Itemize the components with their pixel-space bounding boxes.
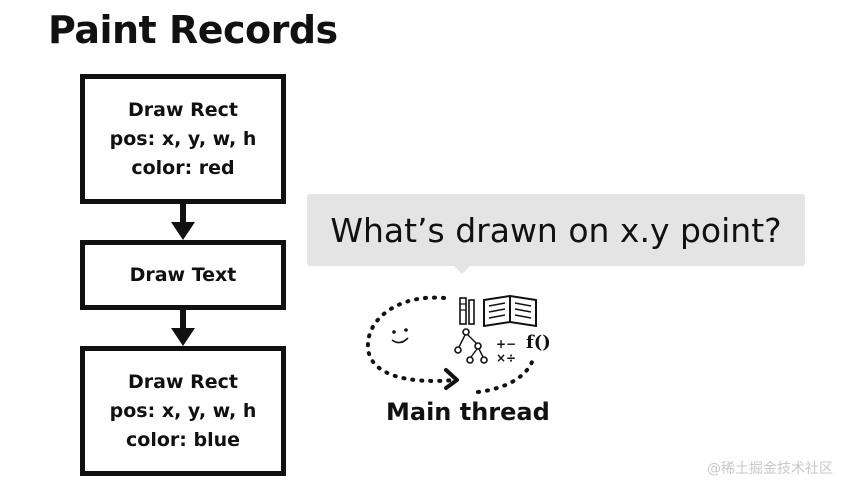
record-line: pos: x, y, w, h: [109, 127, 257, 150]
math-symbols-icon: + − × ÷: [496, 337, 516, 365]
pencil-icon: [459, 297, 475, 325]
main-thread-illustration: + − × ÷ f(): [365, 294, 551, 394]
record-line: pos: x, y, w, h: [109, 399, 257, 422]
question-text: What’s drawn on x.y point?: [330, 210, 782, 250]
question-bubble: What’s drawn on x.y point?: [307, 194, 805, 266]
paint-record-draw-rect-blue: Draw Rect pos: x, y, w, h color: blue: [80, 346, 286, 476]
paint-record-draw-text: Draw Text: [80, 240, 286, 310]
record-line: color: blue: [126, 428, 240, 451]
bubble-tail: [454, 266, 470, 274]
tree-diagram-icon: [454, 328, 488, 364]
page-title: Paint Records: [48, 8, 338, 52]
down-arrow-icon: [171, 310, 195, 346]
dotted-loop-icon: [365, 295, 456, 383]
record-line: Draw Text: [129, 263, 237, 286]
watermark: @稀土掘金技术社区: [707, 461, 833, 477]
arrow-head-icon: [444, 368, 459, 390]
svg-text:÷: ÷: [506, 351, 516, 365]
smiley-face-icon: [391, 328, 409, 344]
record-line: Draw Rect: [128, 370, 238, 393]
function-symbol: f(): [526, 332, 551, 353]
book-icon: [483, 294, 537, 328]
svg-text:+: +: [496, 337, 506, 351]
paint-record-draw-rect-red: Draw Rect pos: x, y, w, h color: red: [80, 74, 286, 204]
down-arrow-icon: [171, 204, 195, 240]
record-line: Draw Rect: [128, 98, 238, 121]
record-line: color: red: [131, 156, 235, 179]
svg-text:−: −: [506, 337, 516, 351]
main-thread-label: Main thread: [386, 398, 550, 426]
svg-text:×: ×: [496, 351, 506, 365]
